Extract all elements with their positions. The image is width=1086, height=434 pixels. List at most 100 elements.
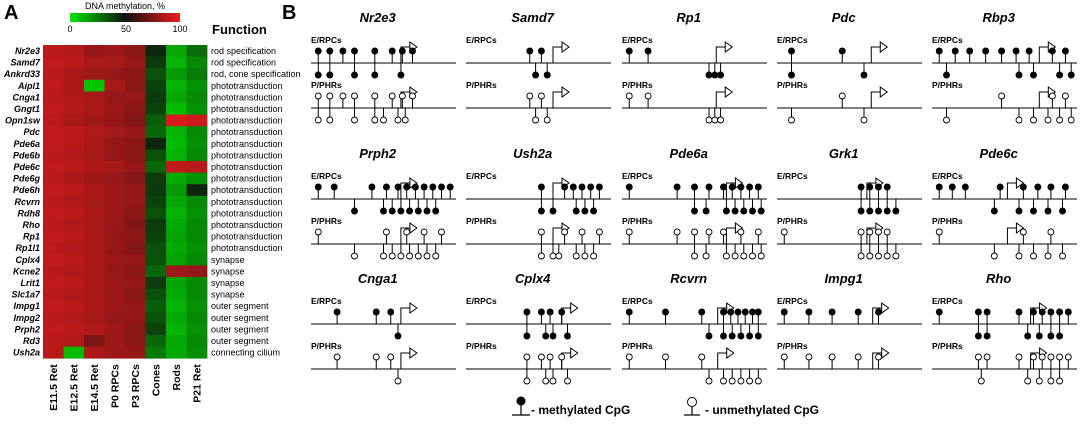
heatmap-cell bbox=[43, 68, 64, 81]
cpg-methylated bbox=[731, 207, 739, 215]
heatmap-cell bbox=[43, 161, 64, 173]
cpg-methylated bbox=[625, 183, 633, 191]
tss-arrow-head bbox=[409, 347, 418, 359]
function-label: phototransduction bbox=[211, 208, 283, 218]
cpg-unmethylated bbox=[875, 228, 882, 236]
column-label: P21 Ret bbox=[192, 364, 204, 403]
heatmap-cell bbox=[104, 311, 126, 324]
cpg-unmethylated bbox=[581, 252, 589, 260]
heatmap-cell bbox=[84, 288, 105, 301]
gene-label: Rp1l1 bbox=[15, 243, 40, 253]
cpg-unmethylated bbox=[549, 252, 557, 260]
cpg-unmethylated bbox=[388, 92, 396, 100]
cpg-unmethylated bbox=[537, 92, 545, 100]
row-label-top: E/RPCs bbox=[932, 296, 963, 306]
heatmap-cell bbox=[84, 56, 105, 69]
cpg-unmethylated bbox=[673, 228, 681, 236]
cpg-methylated bbox=[351, 71, 358, 79]
gene-label: Pde6c bbox=[13, 162, 40, 172]
heatmap-cell bbox=[186, 311, 208, 324]
cpg-methylated bbox=[1015, 207, 1023, 215]
cpg-unmethylated bbox=[737, 377, 745, 385]
function-header: Function bbox=[212, 22, 267, 37]
cpg-unmethylated bbox=[883, 252, 891, 260]
heatmap-cell bbox=[43, 91, 64, 104]
cpg-unmethylated bbox=[731, 252, 739, 260]
gene-title: Cnga1 bbox=[358, 271, 398, 286]
heatmap-cell bbox=[166, 288, 187, 301]
cpg-methylated bbox=[1047, 183, 1055, 191]
cpg-methylated bbox=[537, 207, 545, 215]
heatmap-cell bbox=[166, 335, 187, 347]
heatmap-cell bbox=[43, 207, 64, 220]
tss-arrow bbox=[400, 307, 410, 324]
heatmap-cell bbox=[84, 253, 105, 266]
cpg-unmethylated bbox=[423, 252, 431, 260]
heatmap-cell bbox=[166, 300, 187, 313]
gene-title: Grk1 bbox=[829, 146, 859, 161]
cpg-methylated bbox=[1067, 71, 1075, 79]
row-label-bottom: P/PHRs bbox=[932, 216, 963, 226]
cpg-methylated bbox=[420, 183, 428, 191]
heatmap-cell bbox=[166, 242, 187, 255]
cpg-unmethylated bbox=[432, 252, 440, 260]
function-label: phototransduction bbox=[211, 243, 283, 253]
cpg-unmethylated bbox=[805, 353, 813, 361]
tss-arrow-head bbox=[1015, 177, 1025, 189]
heatmap-cell bbox=[63, 288, 85, 301]
cpg-methylated bbox=[961, 183, 969, 191]
cpg-unmethylated bbox=[380, 116, 387, 124]
cpg-methylated bbox=[330, 183, 338, 191]
cpg-unmethylated bbox=[526, 92, 534, 100]
function-label: phototransduction bbox=[211, 232, 283, 242]
heatmap-cell bbox=[145, 335, 167, 347]
cpg-methylated bbox=[406, 207, 414, 215]
cpg-unmethylated bbox=[702, 252, 710, 260]
cpg-methylated bbox=[446, 183, 454, 191]
function-label: rod specification bbox=[211, 58, 276, 68]
tss-arrow bbox=[1038, 46, 1049, 63]
heatmap-cell bbox=[63, 56, 85, 69]
cpg-methylated bbox=[569, 183, 577, 191]
cpg-methylated bbox=[749, 207, 756, 215]
tss-arrow bbox=[1030, 307, 1040, 324]
tss-arrow-head bbox=[726, 347, 735, 359]
cpg-unmethylated bbox=[561, 228, 569, 236]
heatmap-cell bbox=[104, 195, 126, 208]
heatmap-cell bbox=[43, 277, 64, 289]
cpg-unmethylated bbox=[625, 228, 633, 236]
cpg-methylated bbox=[854, 308, 862, 316]
row-label-bottom: P/PHRs bbox=[932, 341, 963, 351]
row-label-top: E/RPCs bbox=[466, 171, 497, 181]
gene-title: Impg1 bbox=[825, 271, 863, 286]
cpg-methylated bbox=[740, 207, 748, 215]
cpg-unmethylated bbox=[780, 353, 788, 361]
cpg-methylated bbox=[754, 332, 762, 340]
cpg-methylated bbox=[394, 332, 402, 340]
cpg-unmethylated bbox=[314, 116, 322, 124]
heatmap-cell bbox=[186, 149, 208, 162]
cpg-unmethylated bbox=[403, 228, 411, 236]
gene-label: Aipl1 bbox=[17, 81, 40, 91]
heatmap-cell bbox=[145, 91, 167, 104]
panel-b-label: B bbox=[282, 2, 296, 24]
heatmap-cell bbox=[43, 45, 64, 57]
cpg-unmethylated bbox=[397, 252, 405, 260]
cpg-methylated bbox=[403, 183, 411, 191]
function-label: phototransduction bbox=[211, 81, 283, 91]
tss-arrow-head bbox=[879, 86, 889, 98]
heatmap-cell bbox=[166, 45, 187, 57]
cpg-methylated bbox=[542, 332, 550, 340]
cpg-unmethylated bbox=[401, 116, 409, 124]
heatmap-cell bbox=[104, 288, 126, 301]
tss-arrow bbox=[866, 227, 876, 244]
gene-label: Rdh8 bbox=[18, 208, 41, 218]
function-label: phototransduction bbox=[211, 197, 283, 207]
row-label-top: E/RPCs bbox=[311, 296, 342, 306]
row-label-bottom: P/PHRs bbox=[932, 80, 963, 90]
cpg-methylated bbox=[892, 207, 900, 215]
heatmap-cell bbox=[145, 184, 167, 197]
cpg-unmethylated bbox=[857, 228, 865, 236]
cpg-unmethylated bbox=[572, 252, 580, 260]
cpg-unmethylated bbox=[414, 252, 422, 260]
